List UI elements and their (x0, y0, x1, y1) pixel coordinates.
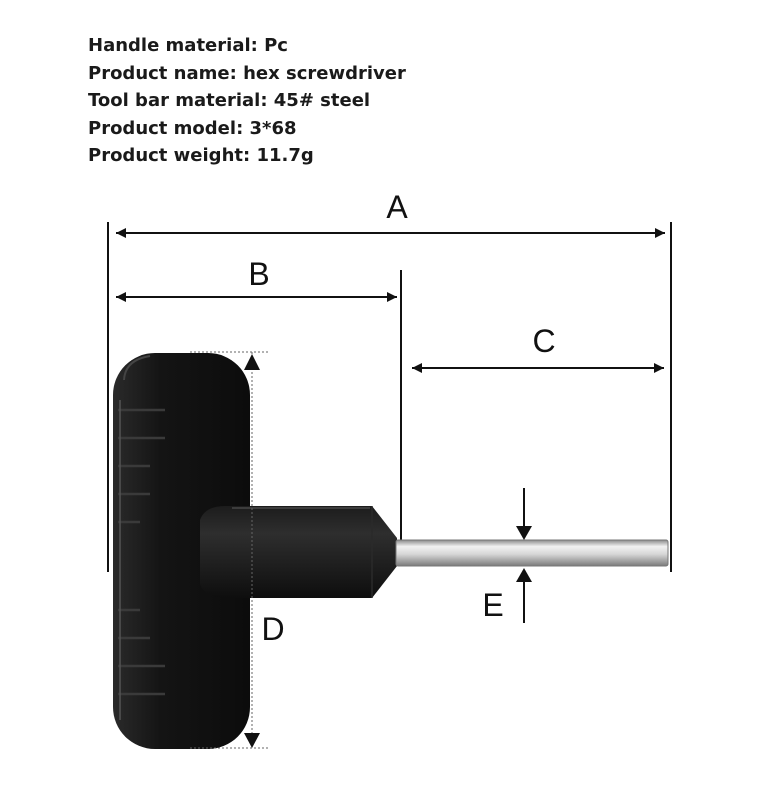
spec-handle-material: Handle material: Pc (88, 35, 288, 56)
dimension-b-label: B (248, 256, 269, 292)
dimension-e-top-arrowhead (516, 526, 532, 540)
dimension-d-label: D (261, 611, 284, 647)
handle-grip (113, 353, 250, 749)
spec-list: Handle material: Pc Product name: hex sc… (88, 32, 406, 170)
spec-product-name: Product name: hex screwdriver (88, 62, 406, 84)
spec-product-model: Product model: 3*68 (88, 117, 297, 139)
dimension-e-bottom-arrowhead (516, 568, 532, 582)
dimension-d-top-arrowhead (244, 354, 260, 370)
spec-tool-bar-material: Tool bar material: 45# steel (88, 90, 371, 111)
dimension-e-label: E (482, 587, 503, 623)
dimension-d-bottom-arrowhead (244, 733, 260, 748)
dimension-a-label: A (386, 189, 408, 225)
spec-product-weight: Product weight: 11.7g (88, 145, 314, 166)
handle-stem (200, 506, 397, 598)
steel-shaft (395, 539, 669, 567)
dimension-c-label: C (532, 323, 555, 359)
